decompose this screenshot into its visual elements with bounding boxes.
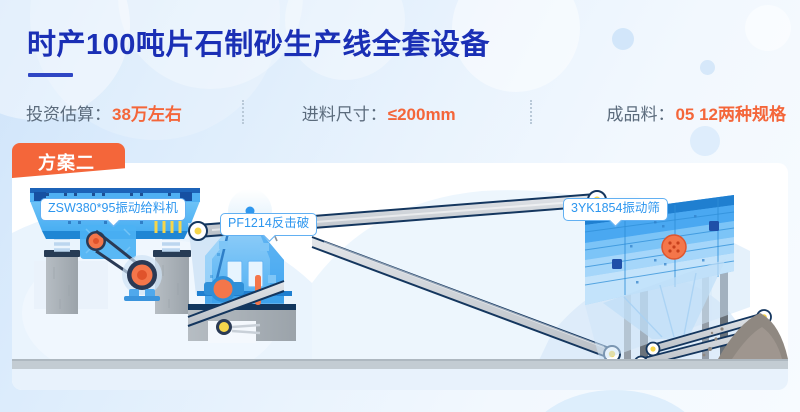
label-screen[interactable]: 3YK1854振动筛 [563, 198, 668, 221]
stats-row: 投资估算： 38万左右 进料尺寸： ≤200mm 成品料： 05 12两种规格 [26, 96, 786, 128]
page-title: 时产100吨片石制砂生产线全套设备 [27, 29, 490, 61]
stat-product: 成品料： 05 12两种规格 [606, 100, 786, 125]
production-line-illustration [12, 163, 788, 390]
label-feeder[interactable]: ZSW380*95振动给料机 [40, 198, 186, 221]
plan-badge-label: 方案二 [38, 153, 95, 173]
diagram-card: ZSW380*95振动给料机 PF1214反击破 3YK1854振动筛 [12, 163, 788, 390]
stat-divider [529, 100, 533, 124]
stat-feed-size: 进料尺寸： ≤200mm [302, 100, 456, 125]
stat-feed-size-label: 进料尺寸： [301, 104, 387, 124]
stat-divider [242, 100, 245, 124]
stat-investment: 投资估算： 38万左右 [26, 100, 182, 125]
background-circle-decoration [525, 390, 705, 412]
stat-investment-value: 38万左右 [112, 104, 182, 124]
stat-feed-size-value: ≤200mm [387, 104, 456, 124]
stat-product-value: 05 12两种规格 [675, 104, 786, 124]
title-divider [28, 73, 73, 77]
header: 时产100吨片石制砂生产线全套设备 投资估算： 38万左右 进料尺寸： ≤200… [0, 0, 800, 163]
stat-investment-label: 投资估算： [26, 104, 111, 124]
stat-product-label: 成品料： [606, 104, 675, 124]
label-crusher[interactable]: PF1214反击破 [220, 213, 318, 236]
